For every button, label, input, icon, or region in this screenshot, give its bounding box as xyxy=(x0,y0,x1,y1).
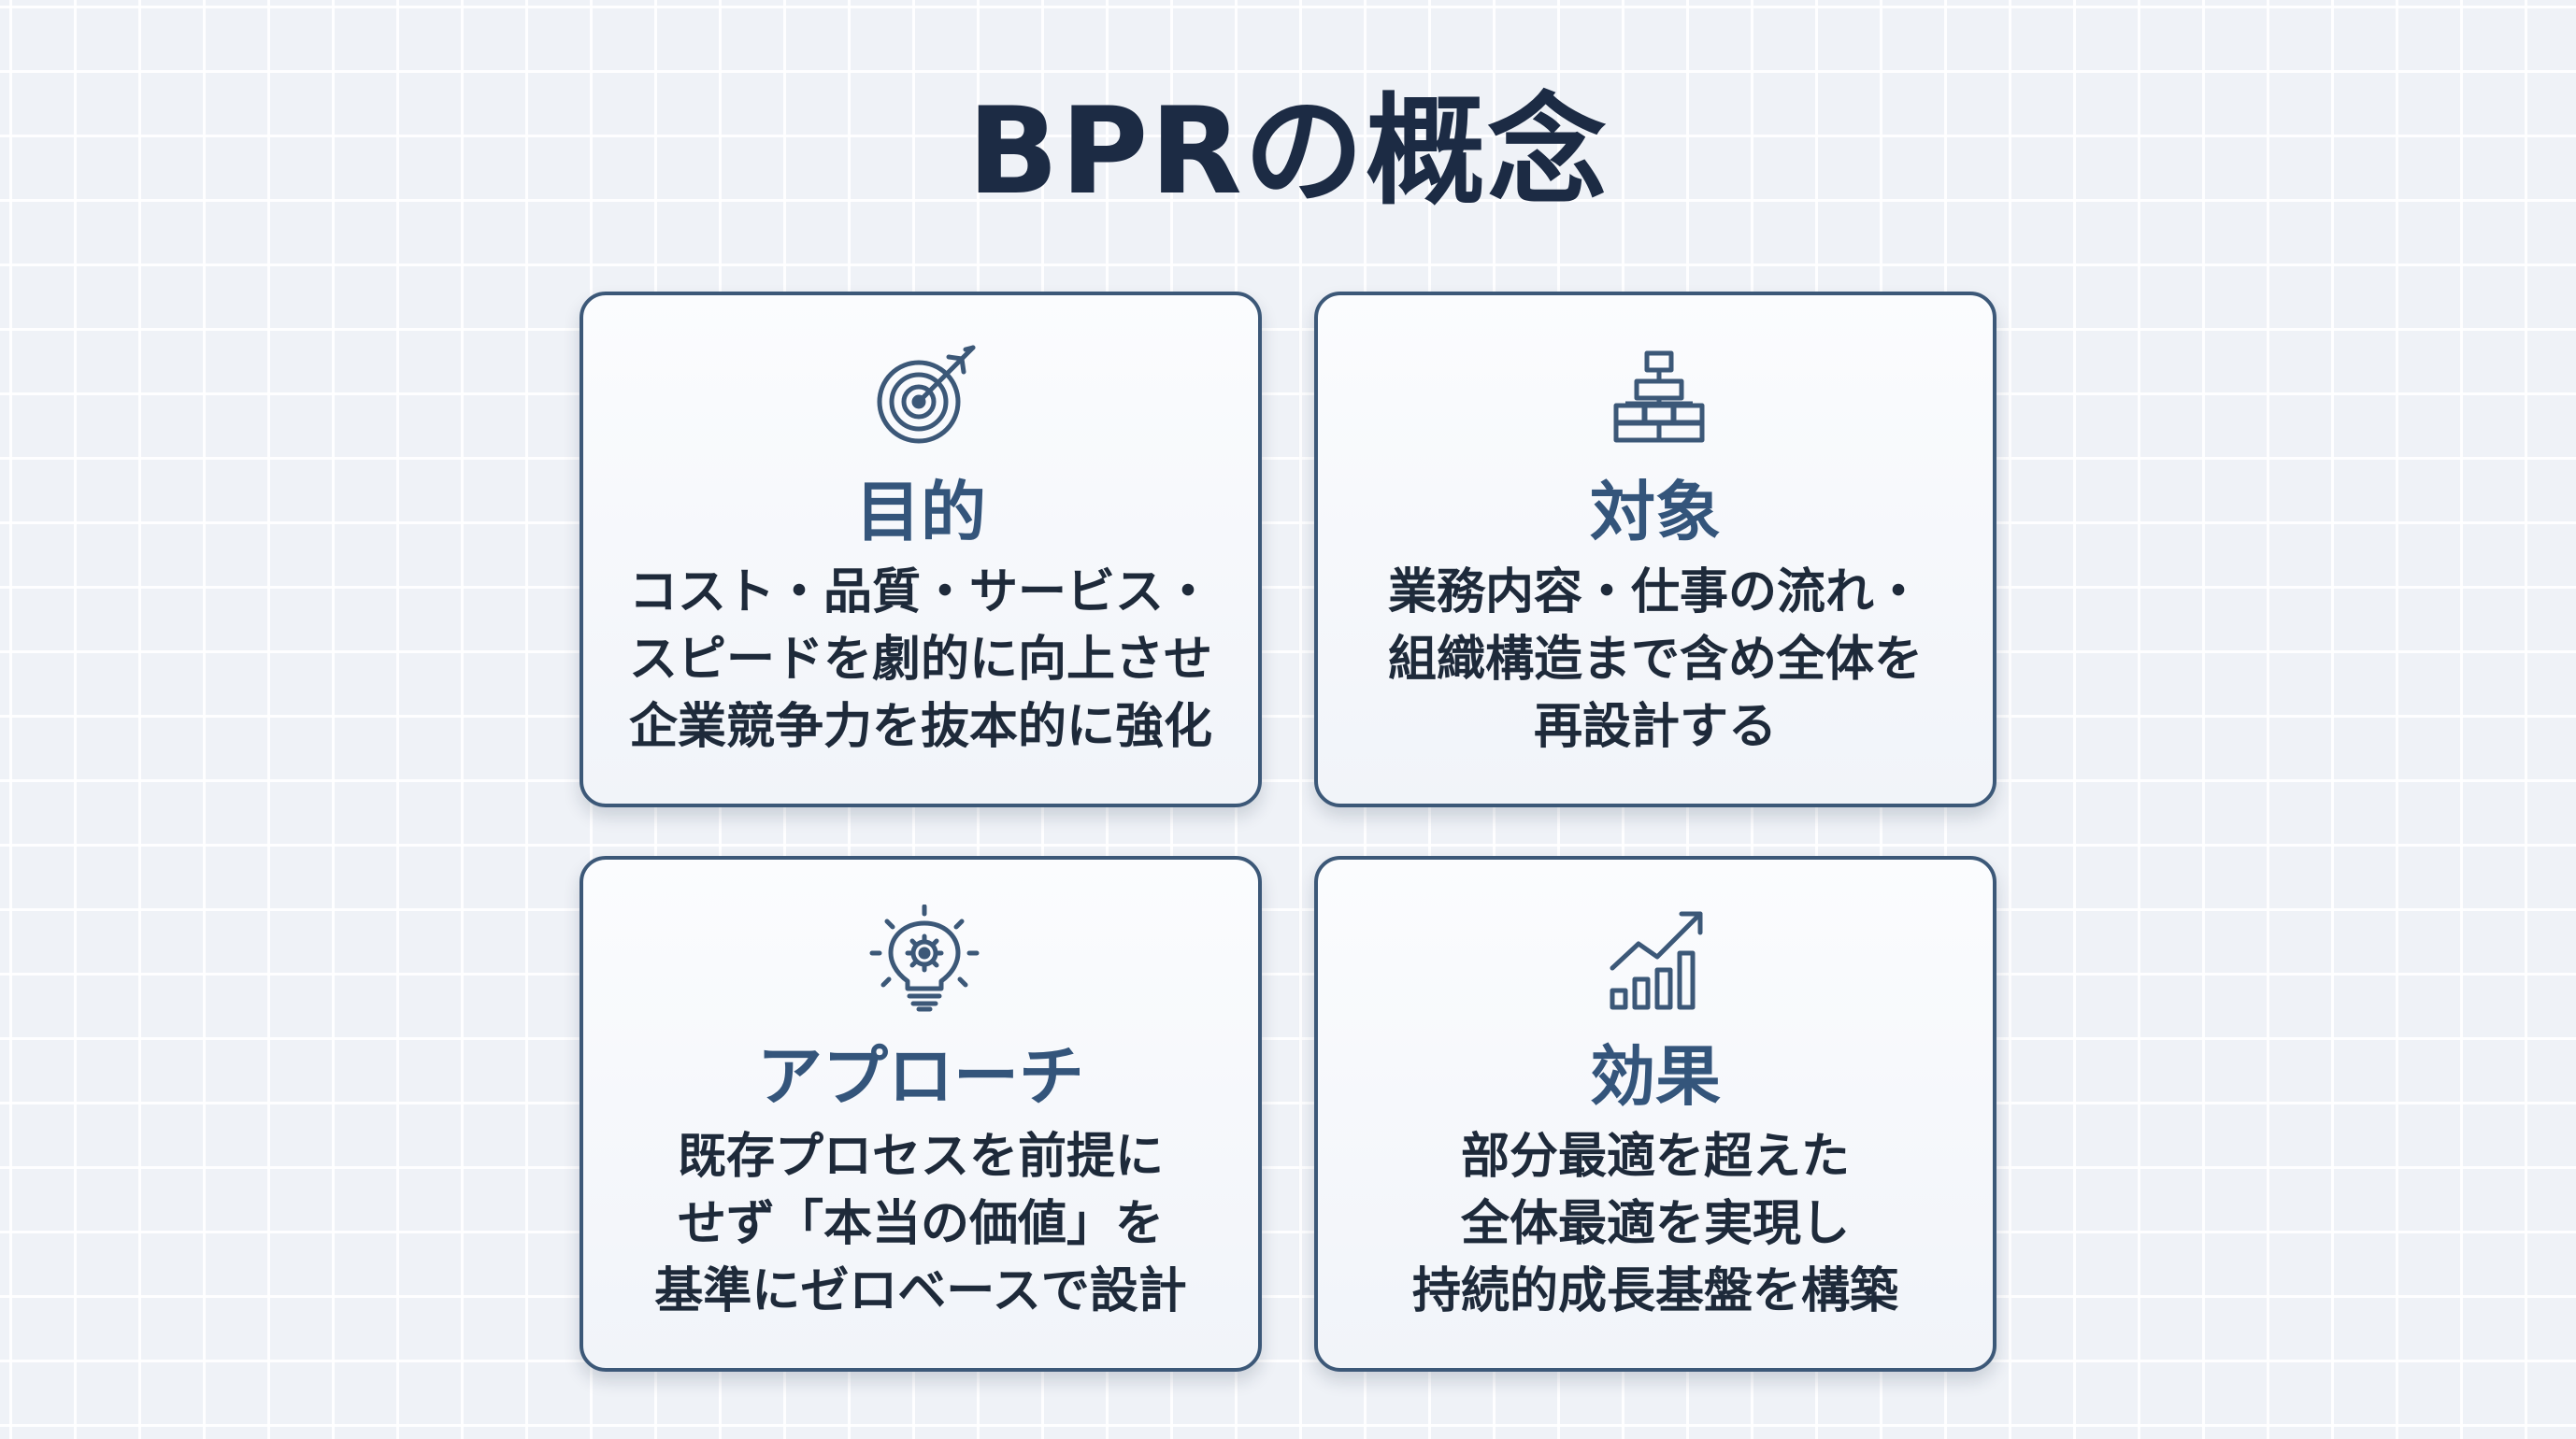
description-line: 既存プロセスを前提に xyxy=(677,1129,1164,1185)
target-icon xyxy=(868,340,980,452)
hierarchy-icon xyxy=(1603,340,1715,452)
card-title: 目的 xyxy=(855,474,986,550)
description-line: スピードを劇的に向上させ xyxy=(628,632,1212,688)
card-title: 対象 xyxy=(1590,474,1721,550)
card-effect: 効果 部分最適を超えた 全体最適を実現し 持続的成長基盤を構築 xyxy=(1314,856,1996,1372)
description-line: 持続的成長基盤を構築 xyxy=(1411,1263,1898,1319)
card-purpose: 目的 コスト・品質・サービス・ スピードを劇的に向上させ 企業競争力を抜本的に強… xyxy=(580,292,1262,807)
card-description: 部分最適を超えた 全体最適を実現し 持続的成長基盤を構築 xyxy=(1337,1123,1974,1325)
description-line: 企業競争力を抜本的に強化 xyxy=(628,699,1212,755)
description-line: 部分最適を超えた xyxy=(1460,1129,1850,1185)
description-line: 再設計する xyxy=(1533,699,1777,755)
card-approach: アプローチ 既存プロセスを前提に せず「本当の価値」を 基準にゼロベースで設計 xyxy=(580,856,1262,1372)
description-line: 業務内容・仕事の流れ・ xyxy=(1387,564,1923,620)
card-title: 効果 xyxy=(1590,1038,1721,1115)
card-description: 既存プロセスを前提に せず「本当の価値」を 基準にゼロベースで設計 xyxy=(602,1123,1239,1325)
description-line: せず「本当の価値」を xyxy=(677,1196,1164,1252)
description-line: 全体最適を実現し xyxy=(1460,1196,1850,1252)
description-line: コスト・品質・サービス・ xyxy=(628,564,1212,620)
description-line: 基準にゼロベースで設計 xyxy=(654,1263,1187,1319)
description-line: 組織構造まで含め全体を xyxy=(1387,632,1923,688)
card-title: アプローチ xyxy=(757,1038,1084,1115)
growth-chart-icon xyxy=(1603,905,1715,1017)
card-scope: 対象 業務内容・仕事の流れ・ 組織構造まで含め全体を 再設計する xyxy=(1314,292,1996,807)
card-description: 業務内容・仕事の流れ・ 組織構造まで含め全体を 再設計する xyxy=(1337,559,1974,761)
card-description: コスト・品質・サービス・ スピードを劇的に向上させ 企業競争力を抜本的に強化 xyxy=(602,559,1239,761)
lightbulb-gear-icon xyxy=(868,905,980,1017)
page-title: BPRの概念 xyxy=(967,82,1609,221)
